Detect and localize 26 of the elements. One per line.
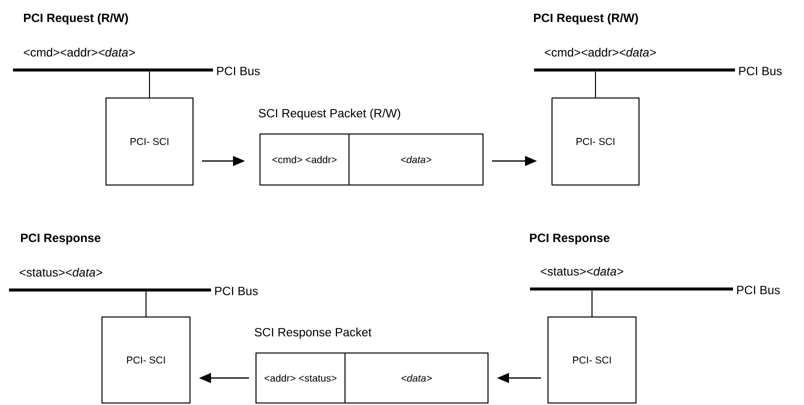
packet-field: <data> xyxy=(344,352,488,404)
packet-format-label: <cmd><addr><data> xyxy=(24,48,135,57)
bus-label: PCI Bus xyxy=(739,66,782,76)
heading: PCI Request (R/W) xyxy=(24,13,128,24)
heading: PCI Request (R/W) xyxy=(534,13,638,24)
bridge-box: PCI- SCI xyxy=(102,316,190,404)
node-label: SCI Response Packet xyxy=(254,328,372,339)
bus-line xyxy=(530,288,733,290)
packet-format-label: <cmd><addr><data> xyxy=(544,48,656,57)
packet-field: <cmd> <addr> xyxy=(260,134,350,186)
packet-field: <addr> <status> xyxy=(256,352,346,404)
connector-line xyxy=(595,71,596,98)
bridge-box: PCI- SCI xyxy=(552,98,640,186)
bus-label: PCI Bus xyxy=(737,286,780,294)
packet-field: <data> xyxy=(348,134,484,186)
bus-label: PCI Bus xyxy=(215,286,258,296)
packet-format-label: <status><data> xyxy=(20,268,102,277)
bridge-box: PCI- SCI xyxy=(106,98,194,186)
bus-label: PCI Bus xyxy=(217,66,260,76)
heading: PCI Response xyxy=(21,234,100,244)
bus-line xyxy=(9,288,211,292)
bridge-box: PCI- SCI xyxy=(548,316,636,404)
heading: PCI Response xyxy=(530,234,610,244)
connector-line xyxy=(149,71,150,98)
packet-format-label: <status><data> xyxy=(540,266,624,276)
node-label: SCI Request Packet (R/W) xyxy=(258,108,400,120)
